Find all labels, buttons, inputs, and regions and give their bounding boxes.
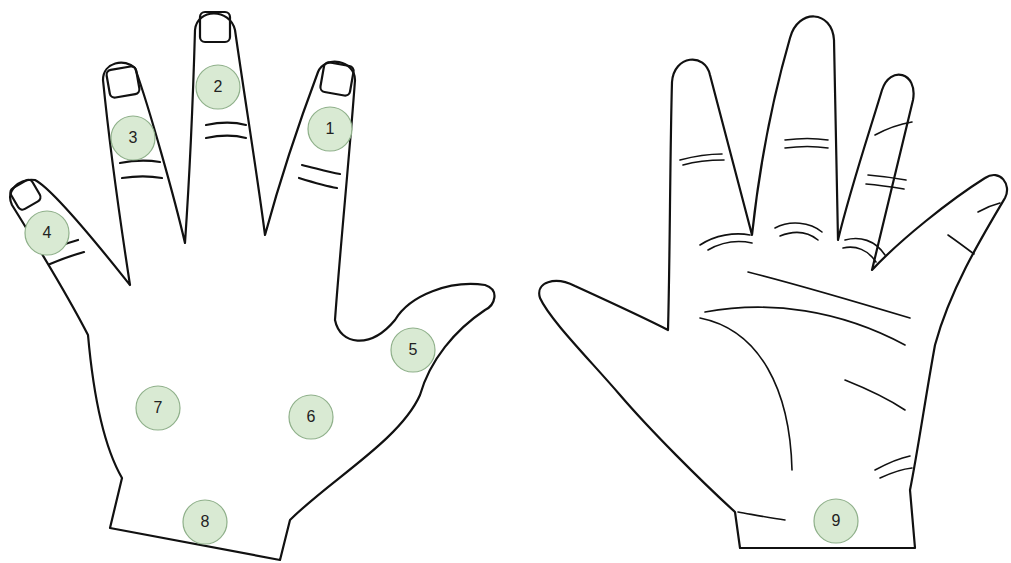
finger-crease	[785, 139, 828, 149]
callout-circle: 3	[110, 115, 156, 161]
wrist-crease	[738, 512, 785, 520]
callout-circle: 8	[182, 499, 228, 545]
wrist-crease	[875, 456, 912, 478]
callout-circle: 5	[390, 327, 436, 373]
fingernail	[200, 12, 230, 42]
callout-circle: 1	[307, 106, 353, 152]
palm-crease	[775, 223, 822, 240]
finger-crease	[875, 122, 1000, 212]
fingernail	[320, 62, 355, 97]
callout-circle: 7	[135, 385, 181, 431]
palm-crease	[843, 239, 885, 262]
callout-number: 5	[409, 342, 418, 358]
knuckle-crease	[299, 165, 340, 188]
callout-number: 4	[43, 225, 52, 241]
fingernail	[106, 66, 140, 99]
palm-crease	[845, 380, 905, 410]
callout-number: 9	[832, 513, 841, 529]
callout-number: 7	[154, 400, 163, 416]
palm-crease	[748, 272, 910, 318]
finger-crease	[866, 175, 906, 189]
callout-circle: 9	[813, 498, 859, 544]
palm-crease	[700, 318, 792, 470]
hand-palm-outline	[539, 16, 1007, 548]
finger-crease	[948, 235, 974, 254]
callout-number: 2	[214, 79, 223, 95]
hand-back-outline	[10, 14, 494, 561]
callout-circle: 6	[288, 394, 334, 440]
palm-crease	[700, 234, 752, 250]
callout-number: 8	[201, 514, 210, 530]
knuckle-crease	[206, 123, 246, 138]
callout-circle: 2	[195, 64, 241, 110]
callout-number: 1	[326, 121, 335, 137]
finger-crease	[680, 154, 724, 165]
callout-number: 3	[129, 130, 138, 146]
callout-number: 6	[307, 409, 316, 425]
palm-crease	[705, 307, 905, 345]
callout-circle: 4	[24, 210, 70, 256]
fingernail	[9, 178, 43, 211]
knuckle-crease	[120, 161, 162, 178]
